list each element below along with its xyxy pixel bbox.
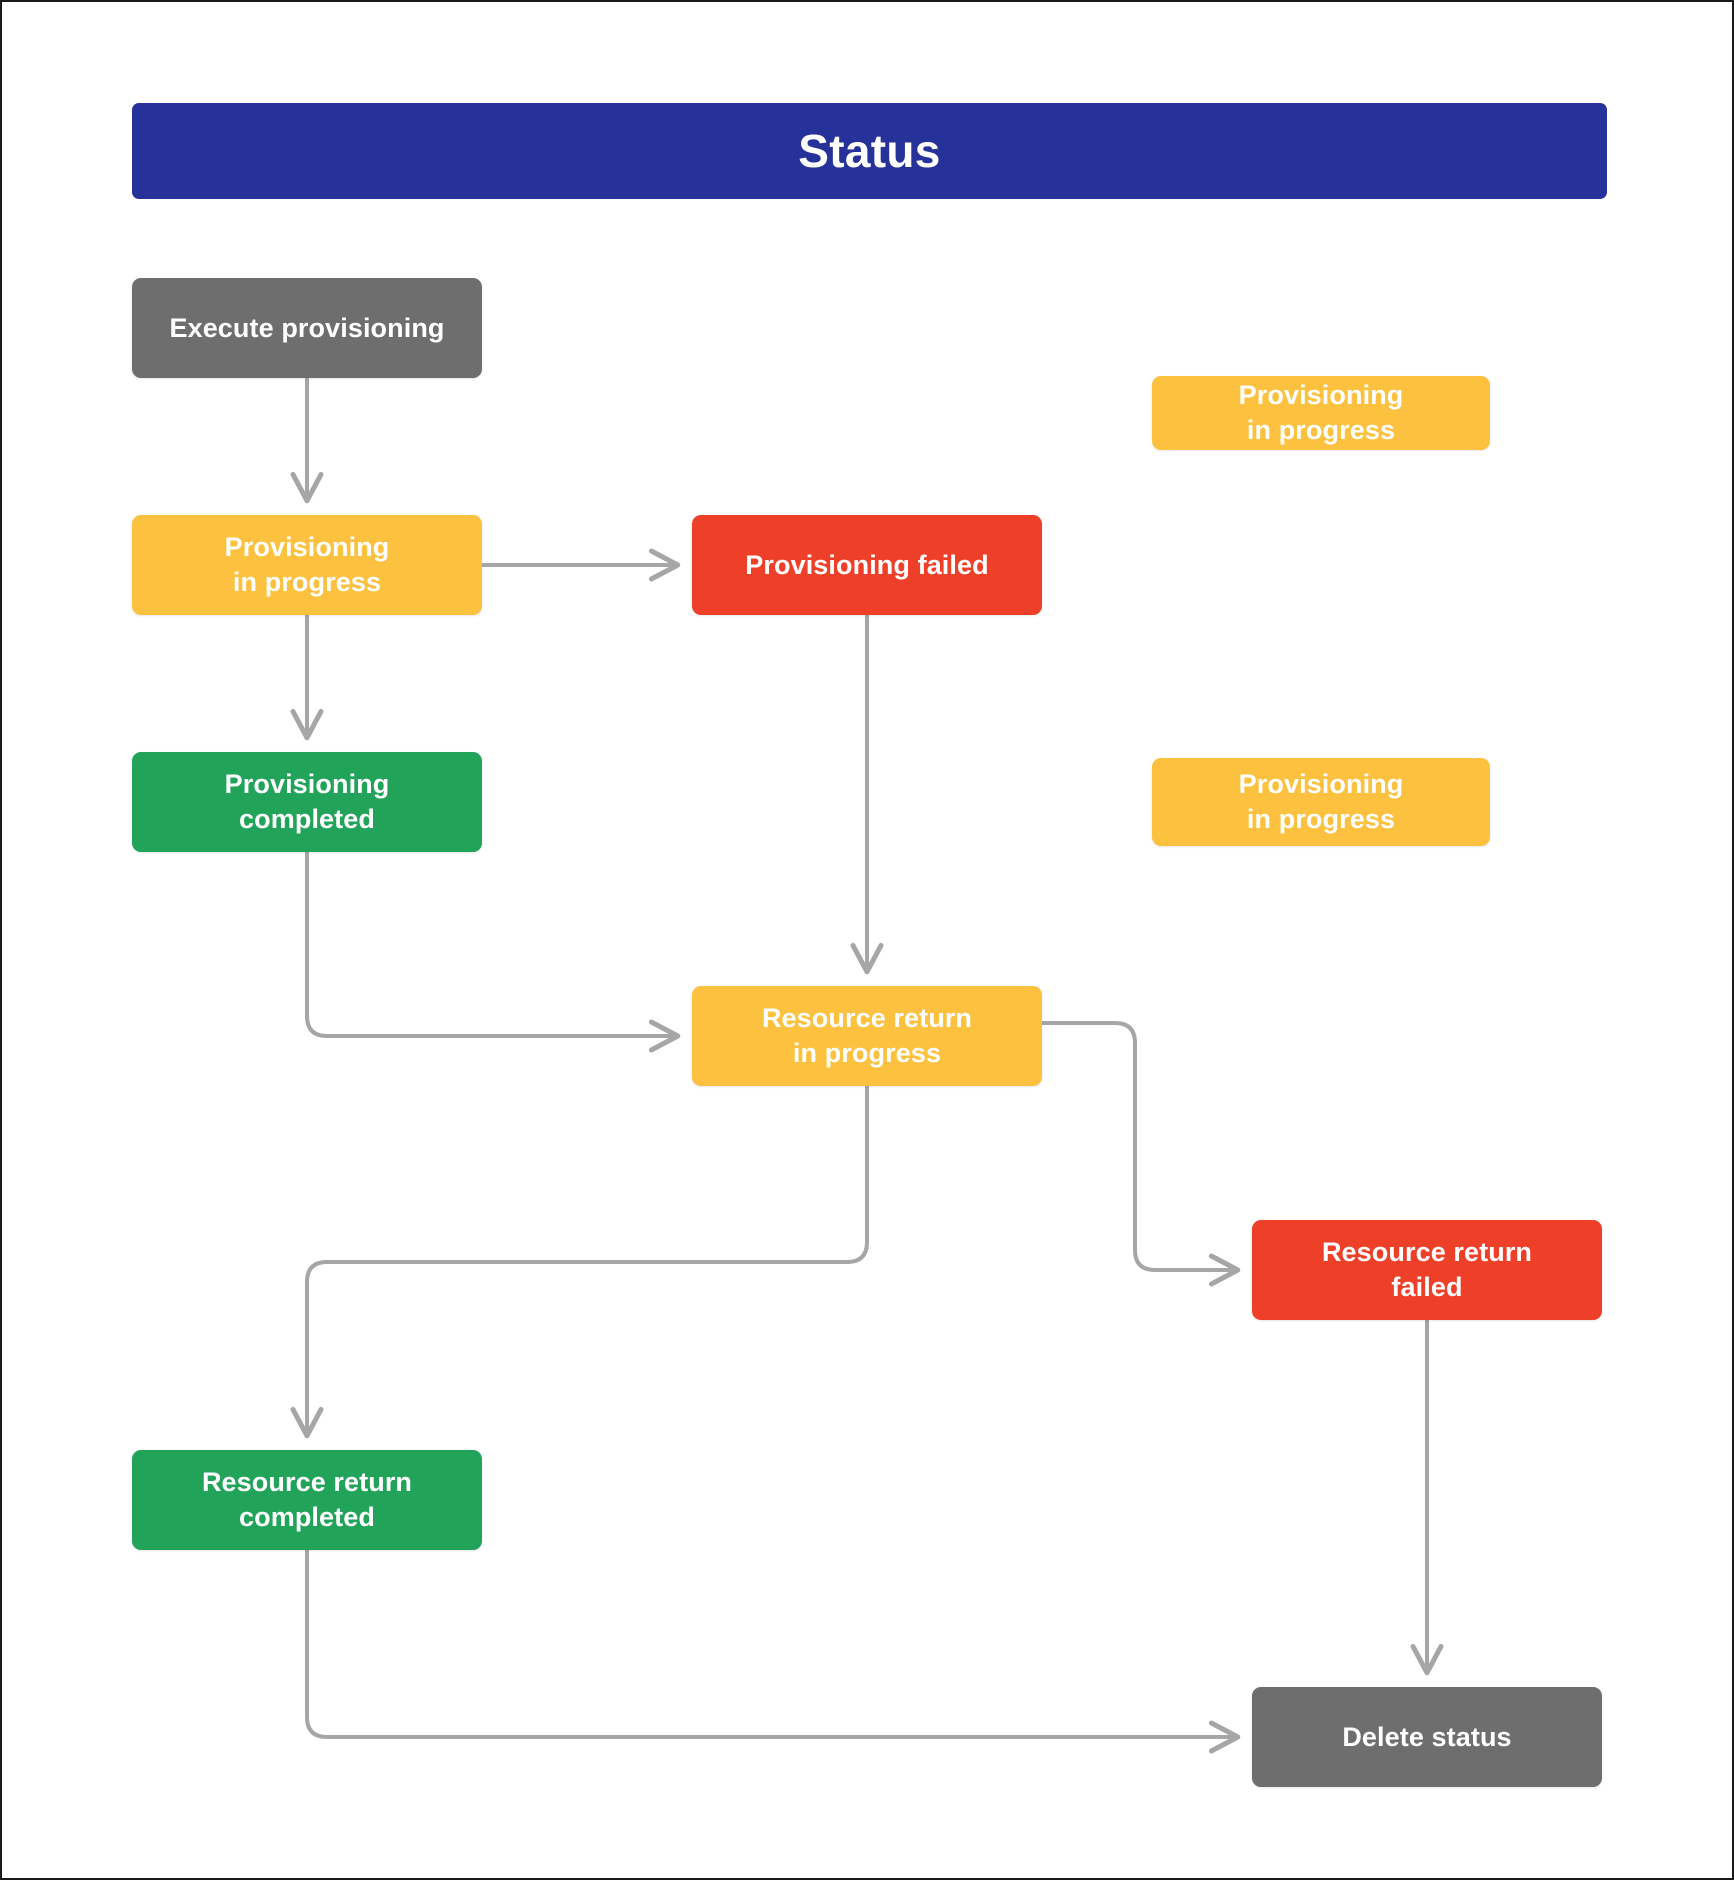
edge-return-completed-to-delete — [305, 1548, 1241, 1754]
node-provisioning-in-progress[interactable]: Provisioning in progress — [132, 515, 482, 615]
node-label-provisioning-in-progress: Provisioning in progress — [224, 532, 390, 597]
node-label-provisioning-in-progress-legend-2: Provisioning in progress — [1238, 769, 1404, 834]
node-resource-return-completed[interactable]: Resource return completed — [132, 1450, 482, 1550]
node-label-provisioning-failed: Provisioning failed — [745, 549, 989, 580]
node-provisioning-in-progress-legend-1[interactable]: Provisioning in progress — [1152, 376, 1490, 450]
node-provisioning-failed[interactable]: Provisioning failed — [692, 515, 1042, 615]
edge-completed-to-return — [305, 850, 681, 1053]
node-execute-provisioning[interactable]: Execute provisioning — [132, 278, 482, 378]
page-title: Status — [798, 125, 941, 177]
node-provisioning-completed[interactable]: Provisioning completed — [132, 752, 482, 852]
node-resource-return-failed[interactable]: Resource return failed — [1252, 1220, 1602, 1320]
node-resource-return-in-progress[interactable]: Resource return in progress — [692, 986, 1042, 1086]
node-label-resource-return-in-progress: Resource return in progress — [761, 1003, 973, 1068]
node-label-delete-status: Delete status — [1342, 1721, 1512, 1752]
node-label-provisioning-completed: Provisioning completed — [224, 769, 390, 834]
node-label-execute-provisioning: Execute provisioning — [169, 312, 445, 343]
node-provisioning-in-progress-legend-2[interactable]: Provisioning in progress — [1152, 758, 1490, 846]
diagram-title-banner: Status — [132, 103, 1607, 199]
node-delete-status[interactable]: Delete status — [1252, 1687, 1602, 1787]
node-label-resource-return-failed: Resource return failed — [1321, 1237, 1533, 1302]
node-label-resource-return-completed: Resource return completed — [201, 1467, 413, 1532]
edge-return-to-return-failed — [1040, 1021, 1241, 1287]
edge-return-to-return-completed — [290, 1084, 869, 1439]
node-label-provisioning-in-progress-legend-1: Provisioning in progress — [1238, 380, 1404, 445]
